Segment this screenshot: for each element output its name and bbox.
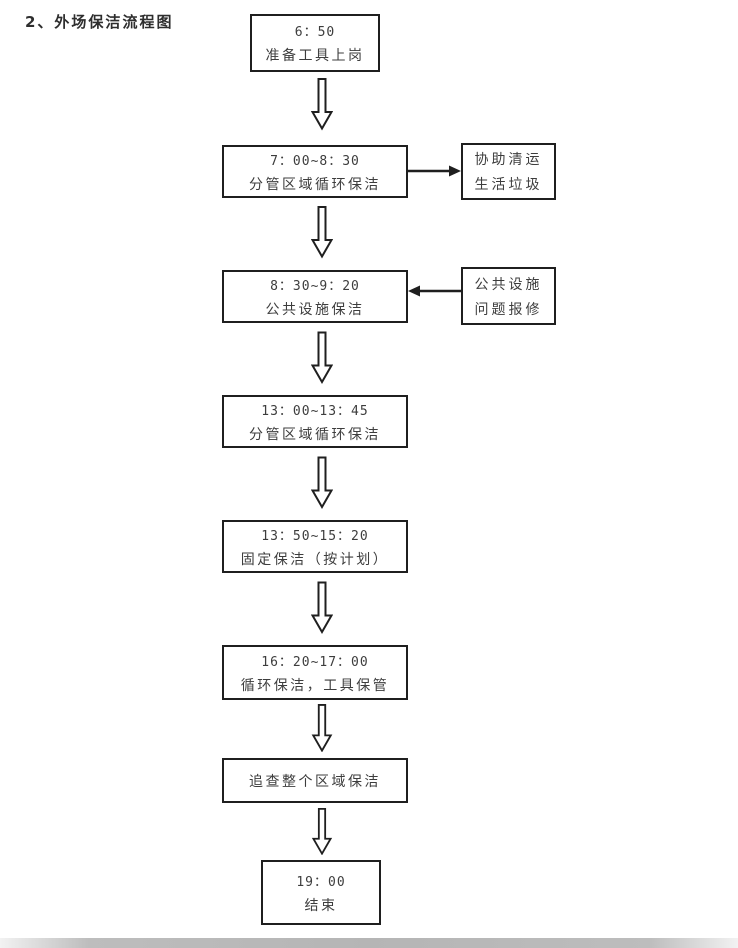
flow-node-morning-cycle: 7：00~8：30 分管区域循环保洁 bbox=[222, 145, 408, 198]
node-label: 结束 bbox=[304, 897, 338, 914]
node-label: 分管区域循环保洁 bbox=[249, 176, 381, 193]
node-time: 7：00~8：30 bbox=[270, 153, 360, 169]
flow-node-fixed-cleaning: 13：50~15：20 固定保洁（按计划） bbox=[222, 520, 408, 573]
down-arrow-icon bbox=[311, 77, 333, 131]
node-time: 13：50~15：20 bbox=[261, 528, 369, 544]
right-arrow-icon bbox=[408, 164, 461, 178]
node-label: 准备工具上岗 bbox=[265, 48, 365, 64]
node-time: 19：00 bbox=[296, 874, 346, 890]
flow-node-area-inspection: 追查整个区域保洁 bbox=[222, 758, 408, 803]
node-label: 分管区域循环保洁 bbox=[249, 426, 381, 443]
node-time: 16：20~17：00 bbox=[261, 654, 369, 670]
node-label-line1: 公共设施 bbox=[474, 276, 543, 293]
flow-node-end: 19：00 结束 bbox=[261, 860, 381, 925]
node-label-line1: 协助清运 bbox=[474, 152, 543, 168]
node-label: 循环保洁，工具保管 bbox=[240, 677, 390, 694]
down-arrow-icon bbox=[311, 204, 333, 260]
down-arrow-icon bbox=[311, 454, 333, 511]
flow-node-afternoon-cycle: 13：00~13：45 分管区域循环保洁 bbox=[222, 395, 408, 448]
node-label: 公共设施保洁 bbox=[265, 301, 365, 318]
node-label: 追查整个区域保洁 bbox=[249, 773, 381, 790]
down-arrow-icon bbox=[311, 704, 333, 752]
flow-side-garbage-removal: 协助清运 生活垃圾 bbox=[461, 143, 556, 200]
left-arrow-icon bbox=[408, 284, 461, 298]
page-title: 2、外场保洁流程图 bbox=[25, 13, 174, 31]
down-arrow-icon bbox=[311, 579, 333, 636]
flow-node-start: 6：50 准备工具上岗 bbox=[250, 14, 380, 72]
node-time: 6：50 bbox=[294, 25, 336, 40]
flow-node-public-facilities: 8：30~9：20 公共设施保洁 bbox=[222, 270, 408, 323]
node-time: 13：00~13：45 bbox=[261, 403, 369, 419]
down-arrow-icon bbox=[311, 329, 333, 386]
node-time: 8：30~9：20 bbox=[270, 278, 360, 294]
watermark-bar bbox=[0, 938, 738, 948]
node-label: 固定保洁（按计划） bbox=[240, 551, 390, 568]
node-label-line2: 生活垃圾 bbox=[474, 177, 543, 193]
flow-node-evening-cycle: 16：20~17：00 循环保洁，工具保管 bbox=[222, 645, 408, 700]
flow-side-facility-repair: 公共设施 问题报修 bbox=[461, 267, 556, 325]
node-label-line2: 问题报修 bbox=[474, 301, 543, 318]
down-arrow-icon bbox=[311, 808, 333, 855]
